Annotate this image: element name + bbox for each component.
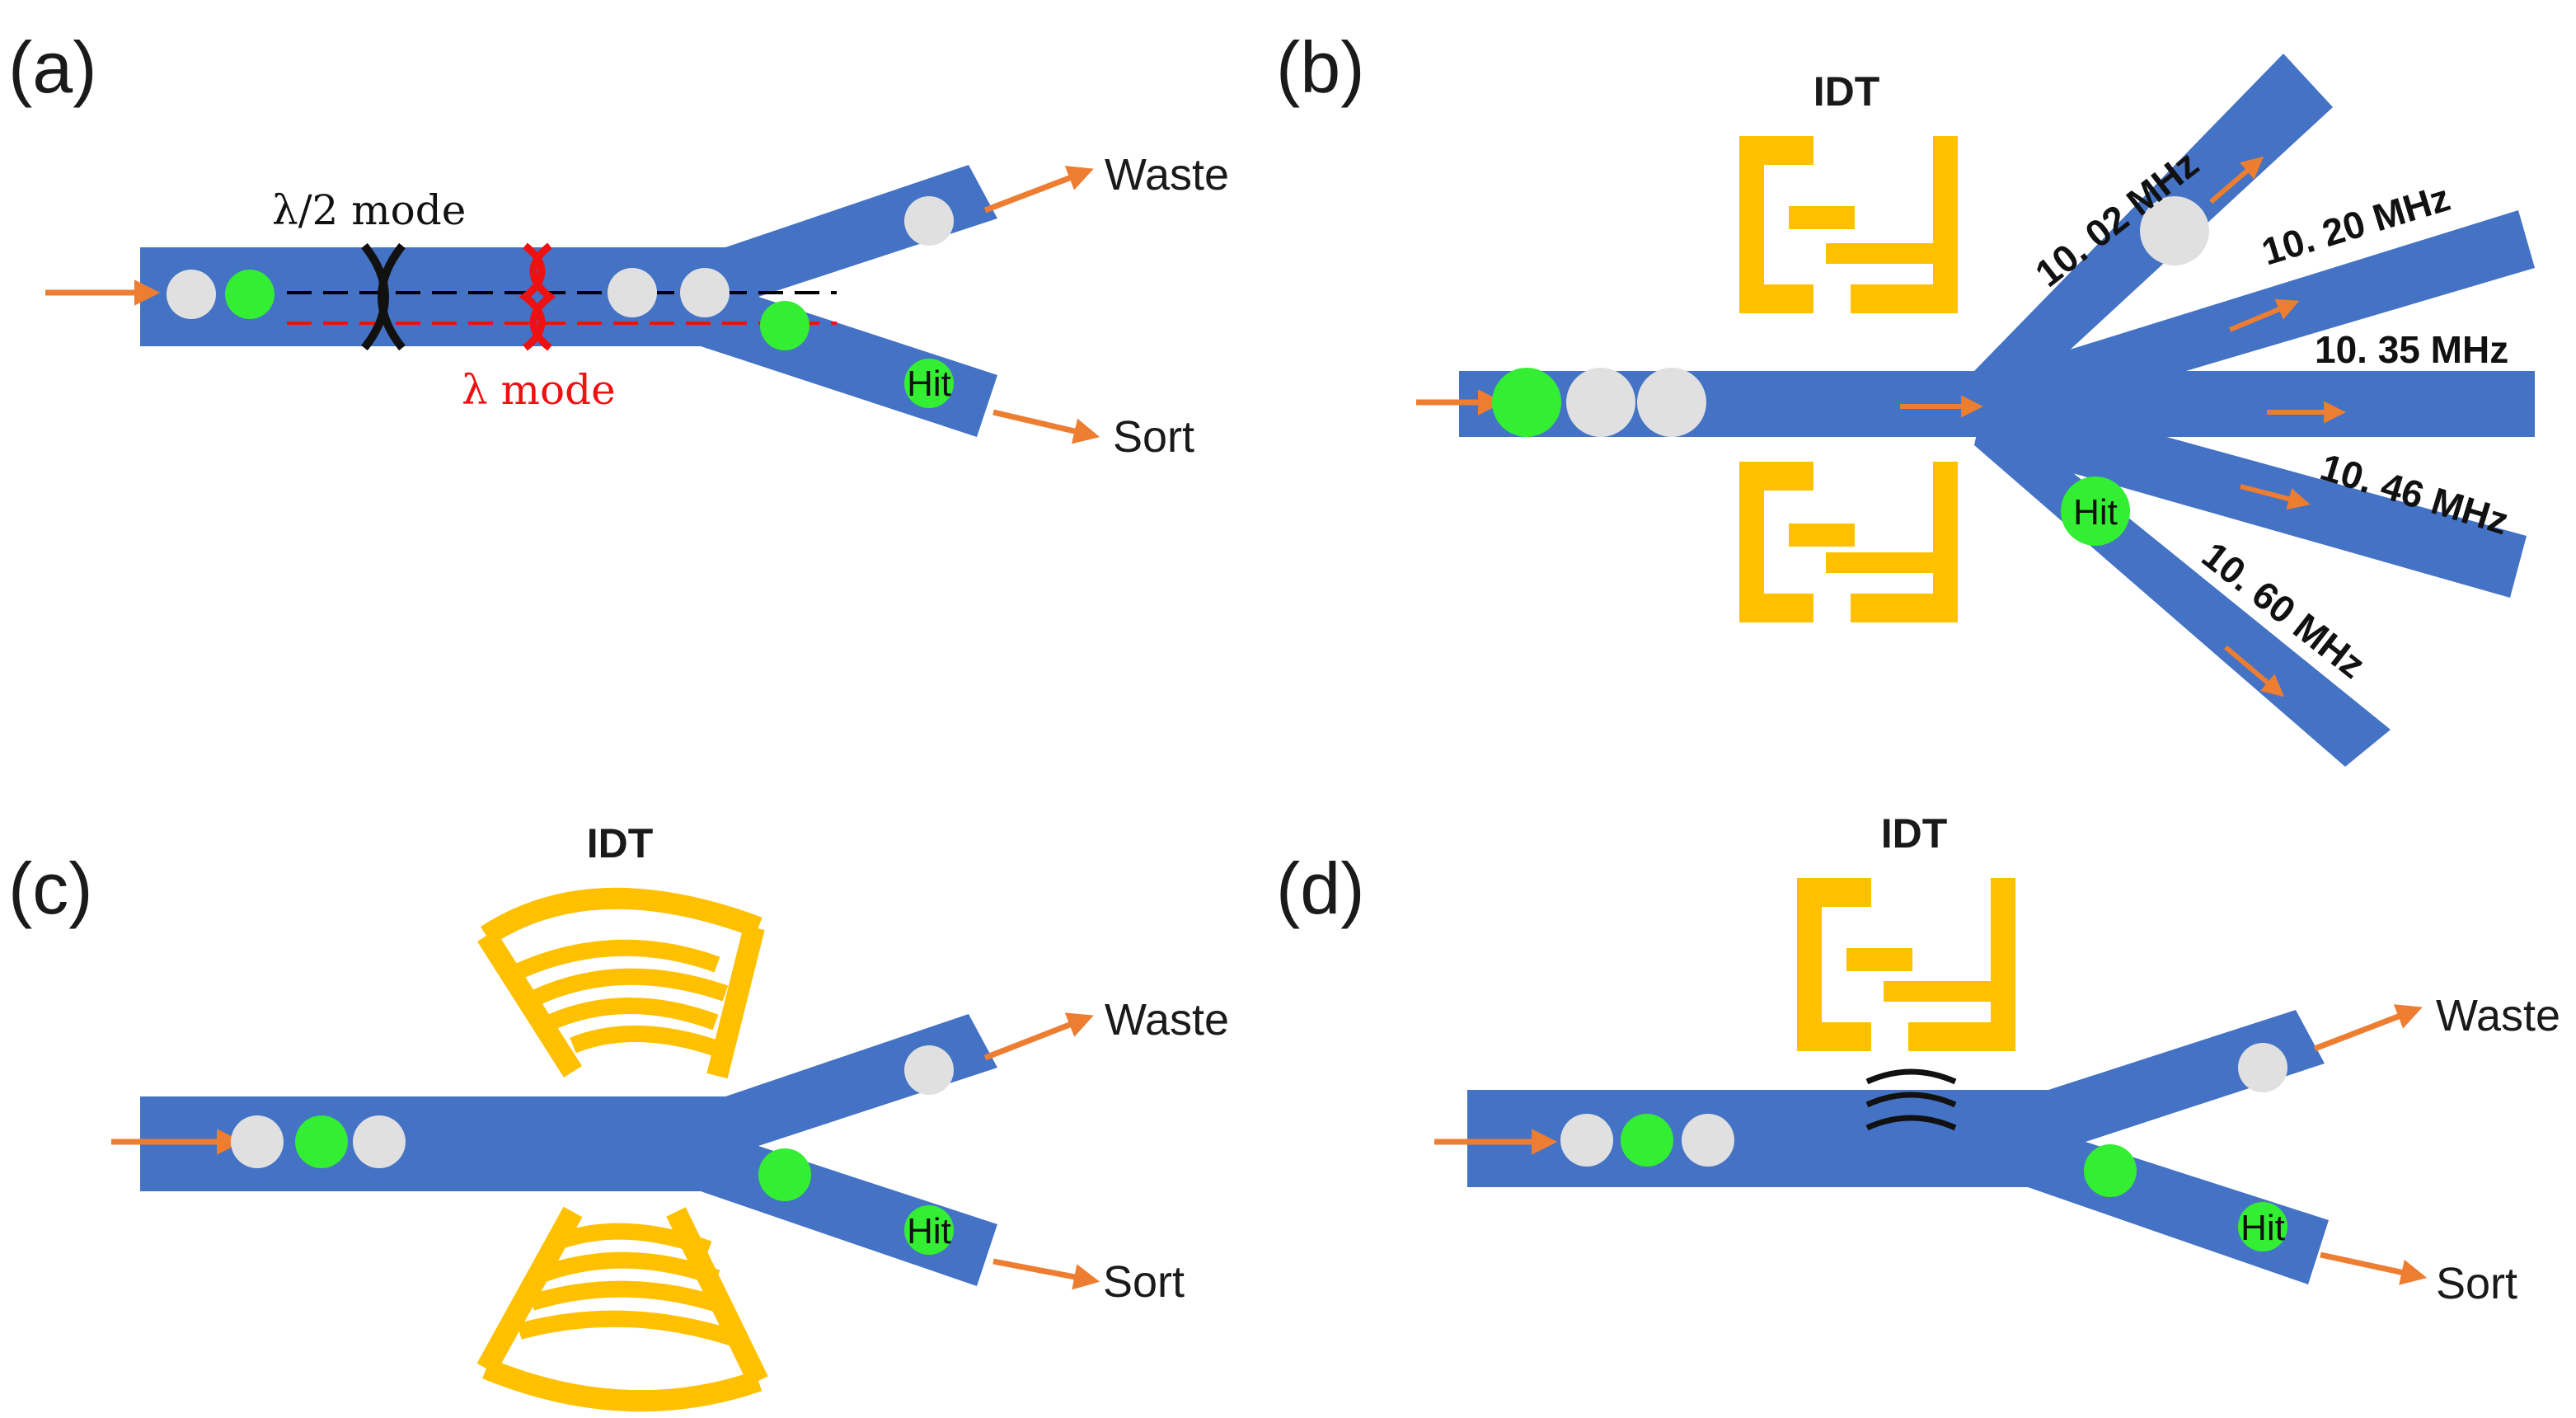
sort-label-c: Sort xyxy=(1103,1257,1185,1307)
panel-c-label: (c) xyxy=(8,848,93,929)
frequency-label: 10. 35 MHz xyxy=(2315,328,2508,371)
full-mode-label: λ mode xyxy=(462,366,616,414)
cell-hit xyxy=(2238,1202,2287,1251)
idt-label-c: IDT xyxy=(587,820,654,866)
cell-hit xyxy=(760,301,809,350)
sort-arrow-d xyxy=(2320,1251,2428,1285)
channel-d xyxy=(1467,1010,2329,1284)
sort-label-d: Sort xyxy=(2436,1259,2517,1308)
panel-d-label: (d) xyxy=(1276,848,1365,929)
cell-other xyxy=(1682,1114,1734,1167)
cell-other xyxy=(353,1115,406,1168)
cell-hit xyxy=(1621,1114,1673,1167)
cell-other xyxy=(2140,196,2209,265)
waste-label-a: Waste xyxy=(1105,150,1229,200)
cell-hit xyxy=(1492,368,1561,437)
hit-label-c: Hit xyxy=(907,1211,951,1251)
cell-other xyxy=(1560,1114,1613,1167)
cell-hit xyxy=(758,1148,811,1201)
half-mode-label: λ/2 mode xyxy=(272,186,466,234)
idt-d xyxy=(1797,878,2015,1051)
cell-other xyxy=(1566,368,1635,437)
panel-b-label: (b) xyxy=(1276,26,1365,108)
sort-label-a: Sort xyxy=(1113,412,1194,462)
sort-arrow-c xyxy=(992,1258,1100,1290)
cell-other xyxy=(1637,368,1706,437)
focused-idt-top-c xyxy=(477,887,765,1079)
cell-other xyxy=(680,268,730,317)
channel-a xyxy=(140,165,997,437)
cell-other xyxy=(231,1115,284,1168)
cell-hit xyxy=(295,1115,348,1168)
sort-arrow-a xyxy=(992,409,1100,444)
half-wavelength-mode-symbol xyxy=(361,242,406,351)
cell-hit xyxy=(225,270,274,319)
outlet-arrow-2 xyxy=(2228,298,2300,332)
idt-label-d: IDT xyxy=(1881,810,1948,857)
panel-b: (b) xyxy=(1276,26,2535,767)
cell-hit xyxy=(2084,1144,2137,1197)
cell-hit xyxy=(904,359,954,408)
acoustic-wave-icon xyxy=(1865,1068,1957,1131)
idt-bottom-b xyxy=(1739,462,1958,622)
panel-a: (a) Hit Waste Sort λ/2 mode λ mode xyxy=(8,26,1229,462)
outlet-arrow-4 xyxy=(2240,484,2311,510)
cell-hit xyxy=(2061,477,2130,546)
outlet-arrow-5 xyxy=(2224,645,2285,697)
hit-label-b: Hit xyxy=(2073,492,2118,533)
panel-c: (c) xyxy=(8,820,1229,1412)
waste-arrow-a xyxy=(983,166,1094,214)
idt-top-b xyxy=(1739,136,1958,313)
waste-arrow-c xyxy=(983,1012,1094,1061)
focused-idt-bottom-c xyxy=(476,1206,768,1412)
cell-other xyxy=(608,268,657,317)
full-wavelength-mode-symbol xyxy=(518,242,556,351)
channel-c xyxy=(140,1014,997,1286)
idt-label-b: IDT xyxy=(1814,68,1880,115)
hit-label-a: Hit xyxy=(907,364,951,404)
waste-arrow-d xyxy=(2313,1004,2423,1052)
panel-d: (d) Hit IDT Waste Sort xyxy=(1276,810,2560,1308)
cell-hit xyxy=(904,1205,954,1255)
cell-other xyxy=(904,1045,954,1095)
cell-other xyxy=(2238,1043,2287,1092)
cell-other xyxy=(167,270,216,319)
outlet-arrow-1 xyxy=(2209,156,2264,204)
waste-label-d: Waste xyxy=(2436,991,2560,1040)
panel-a-label: (a) xyxy=(8,26,97,108)
hit-label-d: Hit xyxy=(2241,1208,2285,1248)
cell-other xyxy=(904,196,954,246)
waste-label-c: Waste xyxy=(1105,995,1229,1045)
